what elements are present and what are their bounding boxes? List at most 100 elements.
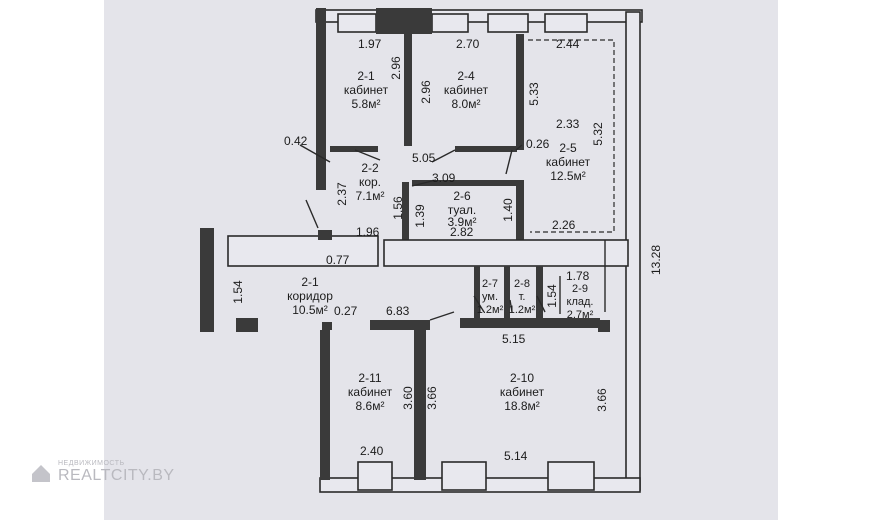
pier — [376, 8, 432, 34]
dim-label: 1.39 — [413, 204, 427, 228]
room-id: 2-10 — [510, 371, 534, 385]
dim-label: 2.37 — [335, 182, 349, 206]
room-label-2-3: 2-1 кабинет 5.8м² — [344, 69, 389, 111]
dim-label: 0.26 — [526, 137, 550, 151]
left-stair-wall — [200, 228, 214, 332]
room-area: 8.0м² — [452, 97, 481, 111]
room-name: кабинет — [348, 385, 393, 399]
wall-2-6-right — [516, 180, 524, 240]
room-id: 2-8 — [514, 278, 530, 290]
room-name: клад. — [567, 296, 594, 308]
room-id: 2-2 — [361, 161, 379, 175]
dim-label: 5.32 — [591, 122, 605, 146]
room-name: коридор — [287, 289, 333, 303]
dim-label: 2.70 — [456, 37, 480, 51]
room-label-2-5: 2-5 кабинет 12.5м² — [546, 141, 591, 183]
central-band — [383, 239, 629, 267]
room-name: кор. — [359, 175, 381, 189]
window — [357, 461, 393, 491]
dim-label: 6.83 — [386, 304, 410, 318]
watermark-text: НЕДВИЖИМОСТЬ REALTCITY.BY — [58, 460, 175, 485]
dim-label: 1.54 — [231, 280, 245, 304]
stub — [598, 320, 610, 332]
room-label-2-4: 2-4 кабинет 8.0м² — [444, 69, 489, 111]
room-area: 18.8м² — [504, 399, 540, 413]
dim-label: 2.26 — [552, 218, 576, 232]
stub — [322, 322, 332, 330]
watermark-title: REALTCITY.BY — [58, 467, 175, 484]
left-upper-wall — [316, 8, 326, 190]
room-area: 10.5м² — [292, 303, 328, 317]
room-id: 2-4 — [457, 69, 475, 83]
wall-2-4-2-5 — [516, 34, 524, 150]
wall-2-11-top — [370, 320, 430, 330]
dim-label: 2.96 — [419, 80, 433, 104]
room-label-2-10: 2-10 кабинет 18.8м² — [500, 371, 545, 413]
dim-label: 1.54 — [545, 284, 559, 308]
watermark: НЕДВИЖИМОСТЬ REALTCITY.BY — [30, 460, 175, 485]
window — [431, 13, 469, 33]
room-name: кабинет — [444, 83, 489, 97]
room-name: кабинет — [500, 385, 545, 399]
dim-label: 5.05 — [412, 151, 436, 165]
wall-2-3-bottom — [330, 146, 378, 152]
room-name: кабинет — [344, 83, 389, 97]
window — [544, 13, 588, 33]
dim-label: 1.40 — [501, 198, 515, 222]
dim-label: 3.66 — [595, 388, 609, 412]
dim-label: 2.96 — [389, 56, 403, 80]
dim-label: 13.28 — [649, 245, 663, 275]
corridor-stub — [318, 230, 332, 240]
wall-2-3-2-4 — [404, 34, 412, 146]
wall-2-6-top — [412, 180, 516, 186]
dim-label: 2.82 — [450, 225, 474, 239]
room-area: 1.2м² — [509, 304, 536, 316]
window — [547, 461, 595, 491]
room-area: 5.8м² — [352, 97, 381, 111]
room-area: 8.6м² — [356, 399, 385, 413]
dim-label: 0.27 — [334, 304, 358, 318]
dim-label: 1.97 — [358, 37, 382, 51]
corridor-top-wall — [227, 235, 379, 267]
dim-label: 2.44 — [556, 37, 580, 51]
room-id: 2-11 — [358, 371, 381, 385]
wall-2-11-left — [320, 330, 330, 480]
watermark-subtitle: НЕДВИЖИМОСТЬ — [58, 460, 125, 467]
wall-2-7-left — [474, 266, 480, 318]
room-label-2-11: 2-11 кабинет 8.6м² — [348, 371, 393, 413]
dim-label: 5.33 — [527, 82, 541, 106]
dim-label: 1.96 — [356, 225, 380, 239]
wall-2-10-top — [460, 318, 600, 328]
wall-2-11-2-10 — [414, 330, 426, 480]
room-name: туал. — [448, 203, 477, 217]
room-area: 1.2м² — [477, 304, 504, 316]
room-area: 12.5м² — [550, 169, 586, 183]
door-lines — [299, 144, 606, 321]
dim-label: 0.77 — [326, 253, 350, 267]
room-area: 3.9м² — [448, 215, 477, 229]
room-name: ум. — [482, 291, 498, 303]
room-name: кабинет — [546, 155, 591, 169]
dim-label: 5.15 — [502, 332, 526, 346]
dim-label: 5.14 — [504, 449, 528, 463]
dim-label: 3.66 — [425, 386, 439, 410]
dim-label: 1.56 — [391, 196, 405, 220]
room-label-2-8: 2-8 т. 1.2м² — [509, 278, 536, 316]
room-label-2-6: 2-6 туал. 3.9м² — [448, 189, 477, 229]
room-label-2-7: 2-7 ум. 1.2м² — [477, 278, 504, 316]
room-label-2-9: 2-9 клад. 2.7м² — [567, 283, 594, 321]
wall-2-6-left — [402, 182, 409, 240]
room-label-2-1: 2-1 коридор 10.5м² — [287, 275, 333, 317]
dim-label: 3.09 — [432, 171, 456, 185]
dim-label: 0.42 — [284, 134, 308, 148]
dim-label: 2.33 — [556, 117, 580, 131]
dim-label: 2.40 — [360, 444, 384, 458]
window — [337, 13, 377, 33]
room-id: 2-1 — [357, 69, 375, 83]
room-area: 7.1м² — [356, 189, 385, 203]
window — [487, 13, 529, 33]
dim-label: 1.78 — [566, 269, 590, 283]
room-id: 2-1 — [301, 275, 319, 289]
stair-stub — [236, 318, 258, 332]
wall-2-8-2-9 — [536, 266, 543, 318]
